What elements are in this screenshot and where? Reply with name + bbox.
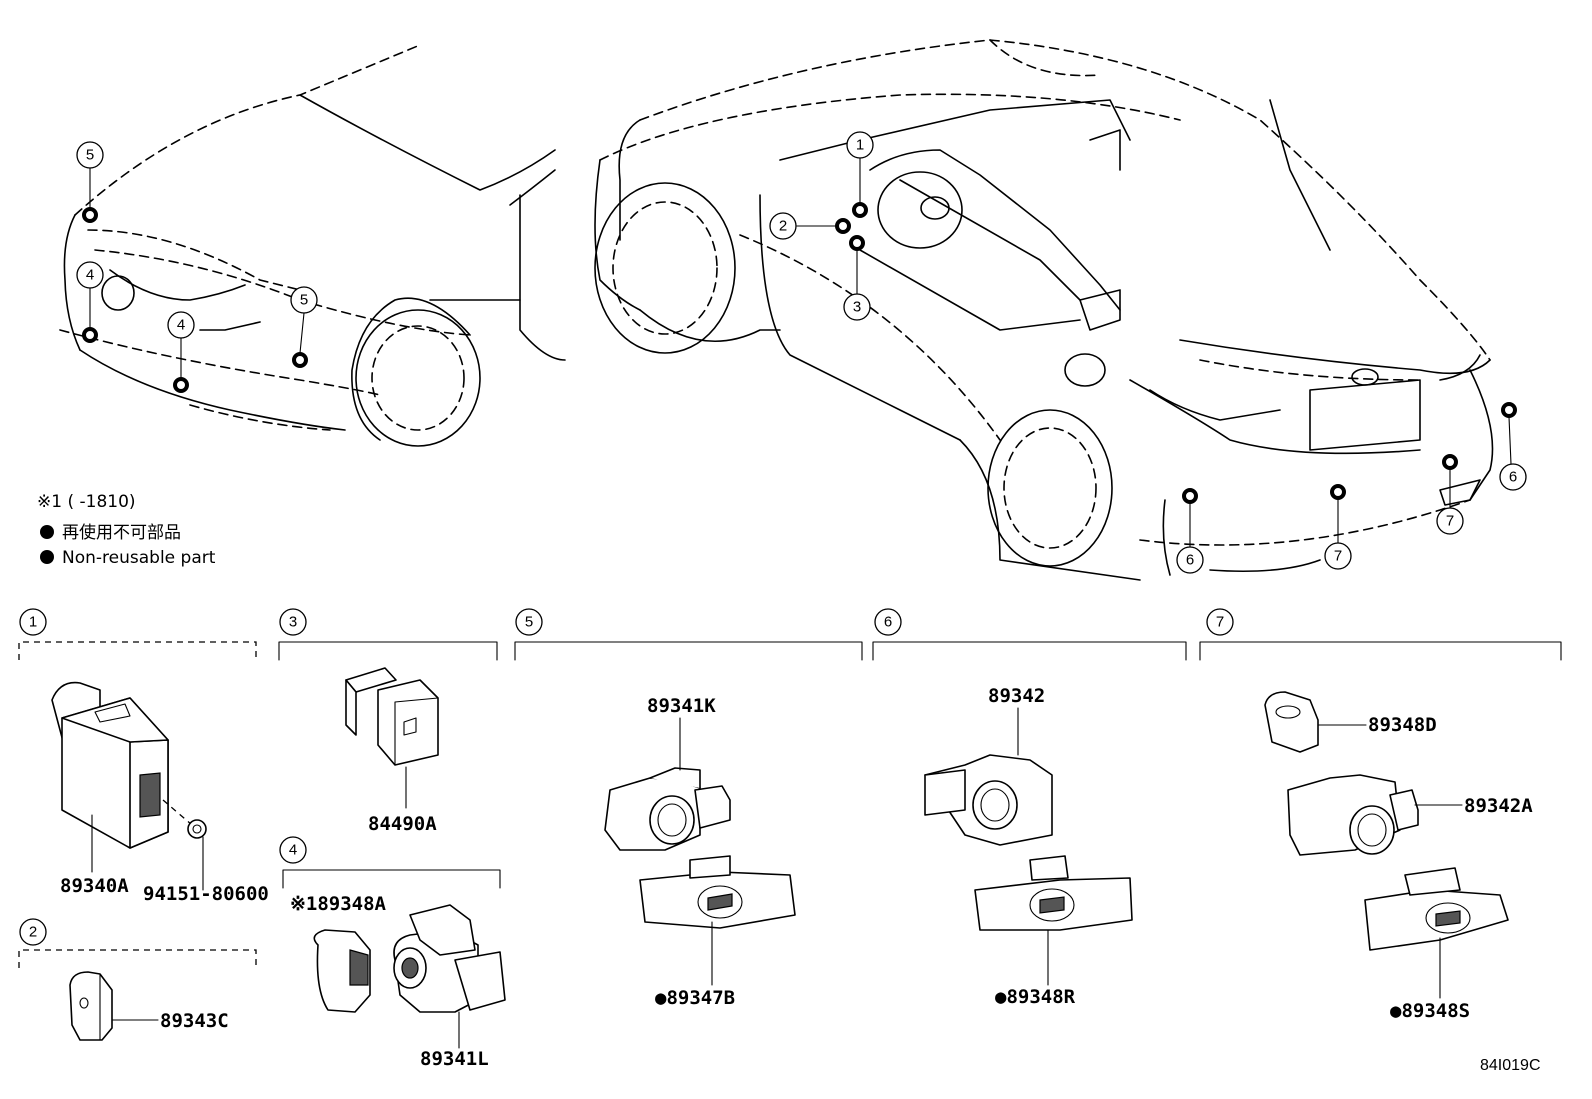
group-6-header: 6 [872,608,1187,661]
part-89340A-ecu [51,681,207,891]
svg-text:3: 3 [289,614,297,631]
svg-text:7: 7 [1216,614,1224,631]
group-7-header: 7 [1199,608,1562,661]
part-89348D-cover [1264,691,1367,753]
marker-6-left [1182,488,1198,504]
marker-7-right [1442,454,1458,470]
svg-text:5: 5 [86,147,94,164]
label-89348R: ●89348R [995,986,1076,1008]
marker-5-right [292,352,308,368]
callout-7-right: 7 [1436,507,1464,535]
marker-1 [852,202,868,218]
label-94151-80600: 94151-80600 [143,883,269,905]
legend: ※1 ( -1810) 再使用不可部品 Non-reusable part [37,492,216,568]
part-89341K-sensor [604,717,796,986]
svg-text:5: 5 [525,614,533,631]
part-89342-sensor [924,707,1133,986]
svg-text:5: 5 [300,292,308,309]
marker-4-left [82,327,98,343]
callout-leaders [89,157,1512,548]
legend-non-reusable-en: Non-reusable part [62,548,216,568]
label-89347B: ●89347B [655,987,735,1009]
svg-text:4: 4 [177,317,185,334]
legend-bullet-ja [40,525,54,539]
svg-text:3: 3 [853,299,861,316]
label-89341K: 89341K [647,695,716,717]
diagram-code: 84I019C [1480,1057,1541,1074]
svg-text:6: 6 [1509,469,1517,486]
part-89342A-sensor [1287,774,1509,999]
callout-4-center: 4 [167,311,195,339]
callout-3: 3 [843,293,871,321]
callout-5-right: 5 [290,286,318,314]
callout-6-left: 6 [1176,546,1204,574]
marker-5-left [82,207,98,223]
group-2-header: 2 [18,918,257,968]
svg-text:2: 2 [779,218,787,235]
label-89343C: 89343C [160,1010,229,1032]
front-car-illustration [59,44,566,447]
svg-text:7: 7 [1446,513,1454,530]
svg-text:1: 1 [856,137,864,154]
marker-4-center [173,377,189,393]
svg-text:4: 4 [86,267,94,284]
label-89342A: 89342A [1464,795,1533,817]
part-89348A-89341L-sensor [313,904,506,1049]
svg-text:4: 4 [289,842,297,859]
group-3-header: 3 [278,608,498,661]
location-markers [82,202,1517,504]
marker-7-center [1330,484,1346,500]
svg-text:7: 7 [1334,548,1342,565]
label-89348S: ●89348S [1390,1000,1470,1022]
legend-non-reusable-ja: 再使用不可部品 [62,522,181,543]
label-89341L: 89341L [420,1048,489,1070]
svg-text:2: 2 [29,924,37,941]
callout-4-left: 4 [76,261,104,289]
group-1-header: 1 [18,608,257,660]
label-84490A: 84490A [368,813,437,835]
label-89348D: 89348D [1368,714,1437,736]
group-5-header: 5 [514,608,863,661]
label-89348A: ※189348A [290,893,387,915]
callout-1: 1 [846,131,874,159]
marker-6-right [1501,402,1517,418]
marker-2 [835,218,851,234]
legend-note: ※1 ( -1810) [37,492,136,512]
rear-car-illustration [594,39,1494,581]
svg-text:1: 1 [29,614,37,631]
callout-2: 2 [769,212,797,240]
callout-7-center: 7 [1324,542,1352,570]
label-89340A: 89340A [60,875,129,897]
legend-bullet-en [40,550,54,564]
label-89342: 89342 [988,685,1045,707]
marker-3 [849,235,865,251]
group-4-header: 4 [279,836,501,889]
callout-5-left: 5 [76,141,104,169]
part-84490A-switch [345,667,439,809]
part-89343C-sensor [69,971,159,1041]
svg-text:6: 6 [1186,552,1194,569]
svg-text:6: 6 [884,614,892,631]
callout-6-right: 6 [1499,463,1527,491]
